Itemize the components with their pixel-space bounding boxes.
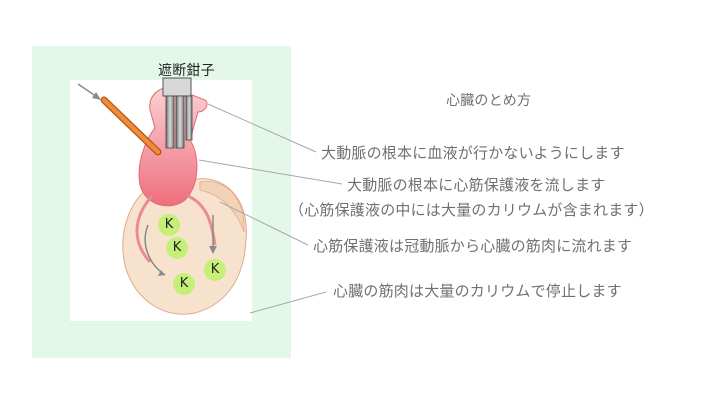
catheter-insert-arrowhead [92, 92, 101, 100]
potassium-ion: K [204, 259, 226, 281]
cardioplegia-catheter [100, 96, 162, 156]
heart-right-lobe [199, 181, 245, 233]
catheter-insert-arrow [77, 83, 98, 98]
flow-arrowhead-1 [158, 270, 165, 276]
clamp-label: 遮断鉗子 [158, 63, 215, 79]
leader-line-4 [249, 291, 327, 314]
step-label-4: 心筋保護液は冠動脈から心臓の筋肉に流れます [313, 237, 633, 255]
flow-arrowhead-2 [209, 246, 217, 254]
step-label-5: 心臓の筋肉は大量のカリウムで停止します [333, 282, 622, 300]
leader-line-1 [207, 103, 317, 153]
potassium-ion: K [158, 214, 180, 236]
leader-line-2 [198, 159, 343, 185]
diagram-title: 心臓のとめ方 [446, 93, 532, 109]
leader-line-3 [219, 201, 309, 246]
coronary-artery-right [187, 194, 217, 246]
potassium-ion: K [173, 273, 195, 295]
step-label-2: 大動脈の根本に心筋保護液を流します [347, 176, 606, 194]
step-label-3: （心筋保護液の中には大量のカリウムが含まれます） [289, 201, 654, 219]
potassium-ion: K [166, 237, 188, 259]
step-label-1: 大動脈の根本に血液が行かないようにします [321, 144, 625, 162]
coronary-artery-left [135, 195, 154, 264]
cross-clamp [162, 77, 193, 149]
